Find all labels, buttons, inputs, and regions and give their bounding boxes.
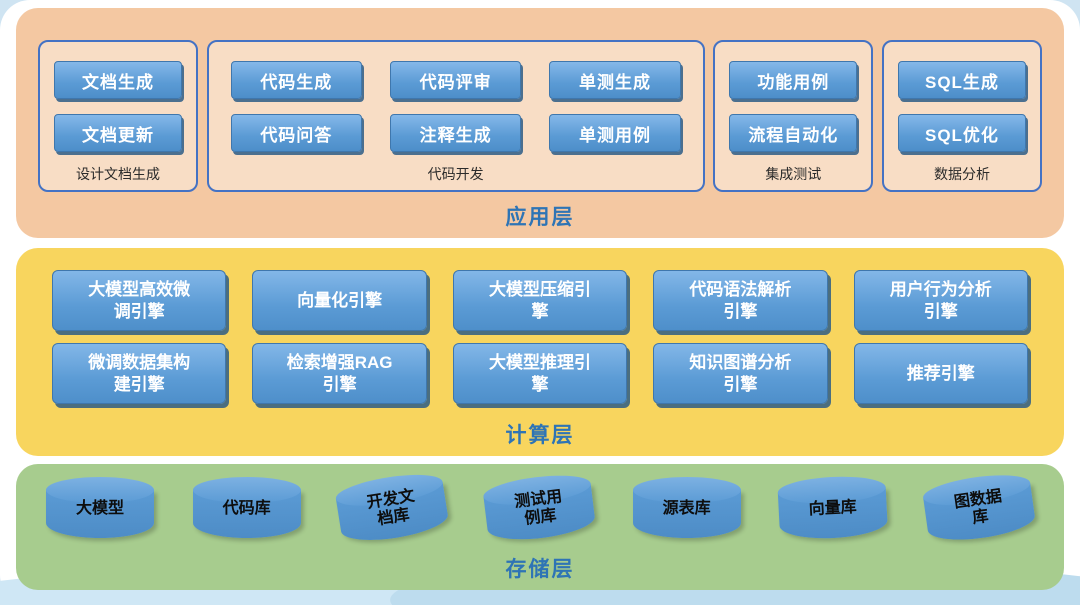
storage-layer-title: 存储层 xyxy=(505,558,575,581)
engine-user-behavior-analysis: 用户行为分析引擎 xyxy=(853,270,1028,331)
group-code-development: 代码生成 代码评审 单测生成 代码问答 注释生成 单测用例 代码开发 xyxy=(206,40,705,192)
compute-layer: 大模型高效微调引擎 向量化引擎 大模型压缩引擎 代码语法解析引擎 用户行为分析引… xyxy=(16,248,1064,456)
store-llm-cylinder: 大模型 xyxy=(46,477,154,538)
store-code-repo-label: 代码库 xyxy=(222,500,271,518)
group-items: SQL生成 SQL优化 xyxy=(884,42,1040,152)
group-integration-testing: 功能用例 流程自动化 集成测试 xyxy=(713,40,874,192)
store-vector-db-cylinder: 向量库 xyxy=(778,487,889,541)
store-code-repo-cylinder: 代码库 xyxy=(192,477,301,538)
engine-code-syntax-parsing: 代码语法解析引擎 xyxy=(653,270,828,331)
app-item-doc-generation: 文档生成 xyxy=(54,61,182,99)
store-graph-db-cylinder: 图数据库 xyxy=(923,482,1037,546)
datastore-row: 大模型 代码库 开发文档库 测试用例库 源表库 向量库 图数据库 xyxy=(46,477,1037,547)
engine-llm-inference: 大模型推理引擎 xyxy=(452,343,628,404)
engine-vectorization: 向量化引擎 xyxy=(252,270,427,331)
group-label-data-analysis: 数据分析 xyxy=(933,166,990,182)
storage-layer: 大模型 代码库 开发文档库 测试用例库 源表库 向量库 图数据库 存储层 xyxy=(16,464,1064,590)
app-item-unit-test-generation: 单测生成 xyxy=(549,61,681,99)
group-items: 功能用例 流程自动化 xyxy=(715,42,871,152)
group-label-code-development: 代码开发 xyxy=(427,166,484,182)
group-data-analysis: SQL生成 SQL优化 数据分析 xyxy=(881,40,1042,192)
app-item-sql-optimization: SQL优化 xyxy=(897,114,1026,152)
store-test-cases-cylinder: 测试用例库 xyxy=(483,483,597,545)
app-item-code-qa: 代码问答 xyxy=(230,114,362,152)
engine-grid: 大模型高效微调引擎 向量化引擎 大模型压缩引擎 代码语法解析引擎 用户行为分析引… xyxy=(52,270,1028,404)
store-source-tables-label: 源表库 xyxy=(662,500,711,518)
app-item-code-generation: 代码生成 xyxy=(230,61,362,99)
engine-recommendation: 推荐引擎 xyxy=(853,343,1028,404)
store-source-tables-cylinder: 源表库 xyxy=(632,477,741,538)
store-dev-docs-cylinder: 开发文档库 xyxy=(336,481,451,547)
engine-rag-retrieval: 检索增强RAG引擎 xyxy=(252,343,427,404)
store-test-cases-label: 测试用例库 xyxy=(513,488,564,528)
compute-layer-title: 计算层 xyxy=(505,424,575,447)
store-dev-docs-label: 开发文档库 xyxy=(366,487,417,529)
group-items: 代码生成 代码评审 单测生成 代码问答 注释生成 单测用例 xyxy=(209,42,703,152)
app-item-process-automation: 流程自动化 xyxy=(729,114,858,152)
group-items: 文档生成 文档更新 xyxy=(40,42,196,152)
store-vector-db-label: 向量库 xyxy=(808,498,858,519)
application-layer-title: 应用层 xyxy=(505,206,575,229)
store-llm-label: 大模型 xyxy=(75,500,124,518)
app-item-doc-update: 文档更新 xyxy=(54,114,182,152)
group-design-doc-generation: 文档生成 文档更新 设计文档生成 xyxy=(38,40,198,192)
app-item-unit-test-case: 单测用例 xyxy=(549,114,681,152)
app-item-comment-generation: 注释生成 xyxy=(389,114,522,152)
app-item-code-review: 代码评审 xyxy=(389,61,522,99)
app-item-function-case: 功能用例 xyxy=(729,61,858,99)
group-label-integration-testing: 集成测试 xyxy=(765,166,822,182)
engine-llm-compression: 大模型压缩引擎 xyxy=(452,270,628,331)
application-groups-row: 文档生成 文档更新 设计文档生成 代码生成 代码评审 单测生成 代码问答 注释生… xyxy=(38,40,1042,192)
group-label-design-doc-generation: 设计文档生成 xyxy=(76,166,160,182)
engine-finetune-dataset-build: 微调数据集构建引擎 xyxy=(52,343,227,404)
store-graph-db-label: 图数据库 xyxy=(952,487,1003,527)
engine-llm-finetune: 大模型高效微调引擎 xyxy=(52,270,227,331)
application-layer: 文档生成 文档更新 设计文档生成 代码生成 代码评审 单测生成 代码问答 注释生… xyxy=(16,8,1064,238)
app-item-sql-generation: SQL生成 xyxy=(897,61,1026,99)
engine-knowledge-graph-analysis: 知识图谱分析引擎 xyxy=(653,343,828,404)
